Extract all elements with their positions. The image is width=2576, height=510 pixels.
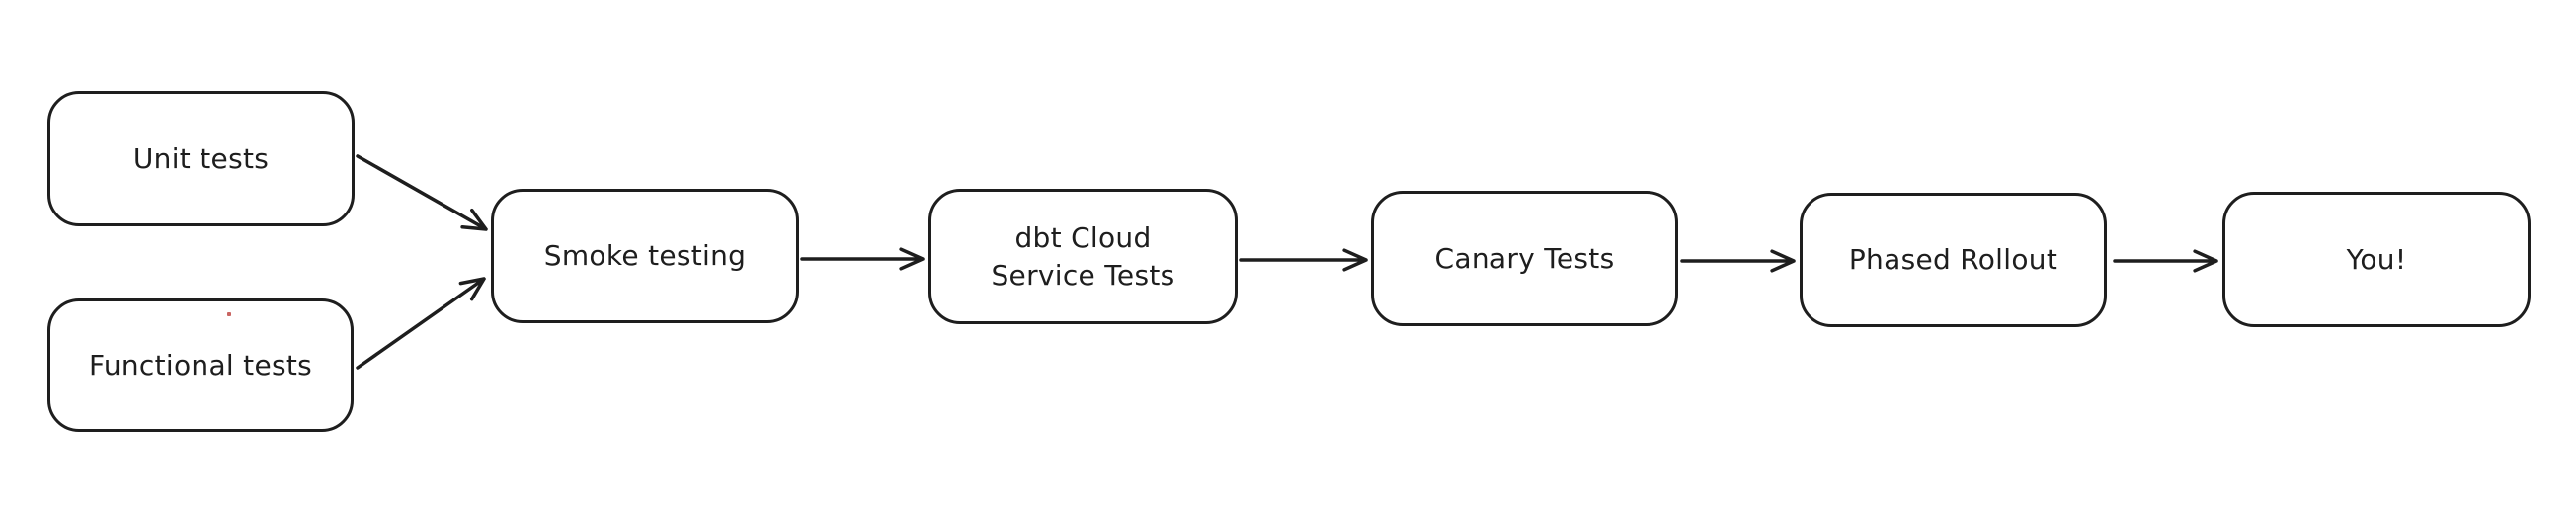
flow-node-label: Phased Rollout [1848,243,2058,277]
flow-node-unit-tests: Unit tests [47,91,355,226]
flow-node-functional-tests: Functional tests [47,298,354,432]
flow-node-dbt-cloud-service-tests: dbt Cloud Service Tests [928,189,1238,324]
flow-node-label: Canary Tests [1434,241,1615,275]
flow-node-label: Functional tests [88,348,313,382]
flow-node-you: You! [2222,192,2531,327]
flow-node-label: Unit tests [132,141,270,175]
flow-node-label: dbt Cloud Service Tests [991,220,1175,292]
flow-node-phased-rollout: Phased Rollout [1800,193,2107,327]
stray-red-dot [227,312,231,316]
flow-node-canary-tests: Canary Tests [1371,191,1678,326]
flow-node-smoke-testing: Smoke testing [491,189,799,323]
flow-node-label: You! [2346,242,2407,276]
flow-node-label: Smoke testing [543,239,747,273]
